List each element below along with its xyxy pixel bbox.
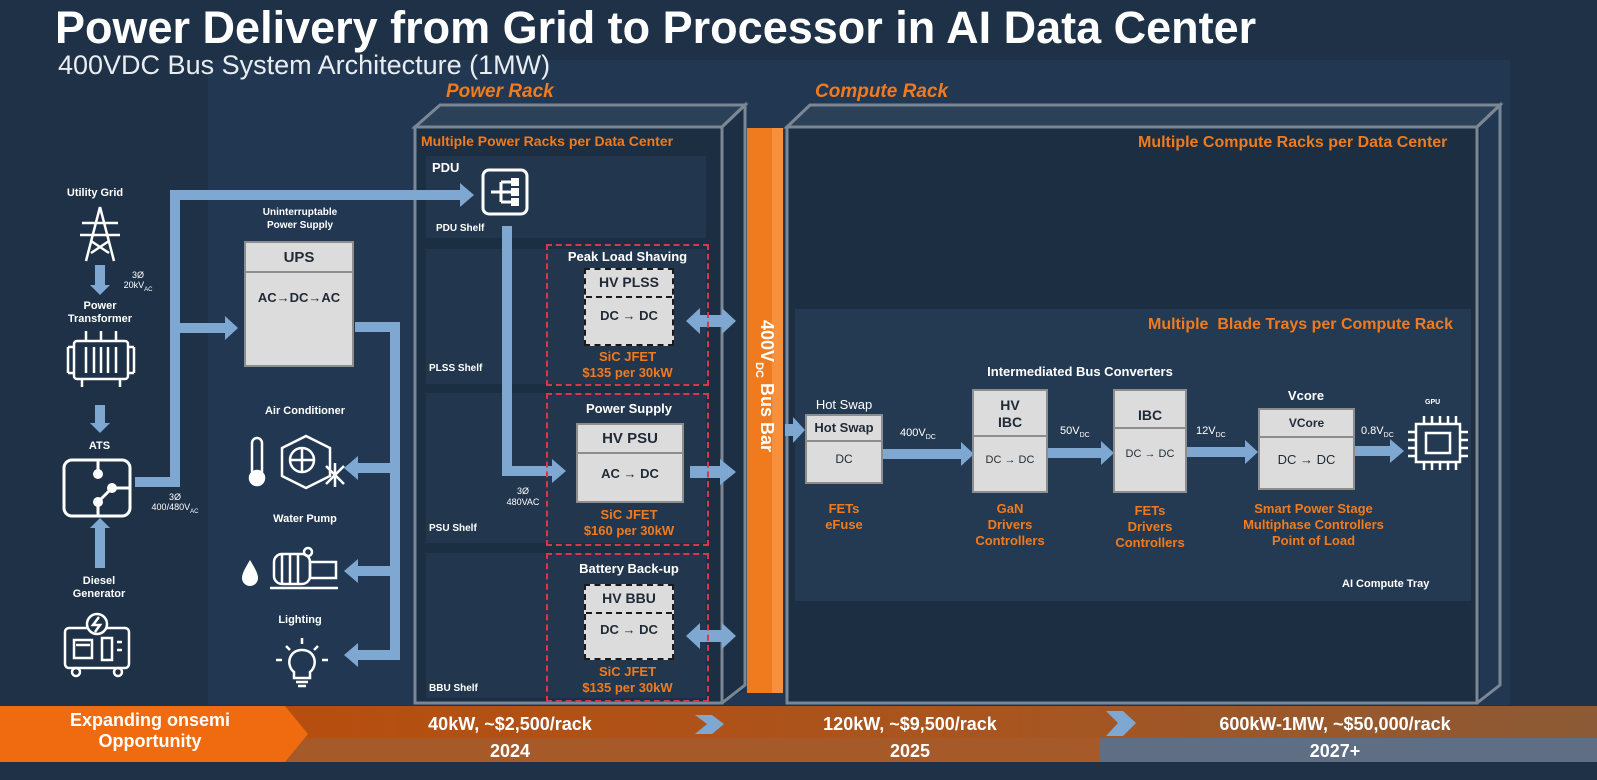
light-bulb-icon bbox=[276, 638, 328, 688]
ibc-conversion: DC → DC bbox=[1125, 448, 1175, 460]
plss-dashed-frame bbox=[546, 244, 709, 386]
psu-shelf-label: PSU Shelf bbox=[429, 523, 477, 534]
bbu-conversion: DC → DC bbox=[600, 622, 658, 637]
air-conditioner-icon bbox=[248, 434, 345, 490]
vcore-heading: Vcore bbox=[1287, 388, 1325, 403]
ats-switch-icon bbox=[62, 458, 132, 518]
compute-rack-label: Compute Rack bbox=[815, 81, 949, 102]
transmission-tower-icon bbox=[80, 206, 120, 262]
gpu-label: GPU bbox=[1425, 399, 1441, 406]
vcore-conversion: DC → DC bbox=[1277, 452, 1336, 467]
plss-tech: SiC JFET bbox=[598, 349, 657, 364]
ai-compute-tray-label: AI Compute Tray bbox=[1342, 578, 1430, 590]
lighting-label: Lighting bbox=[278, 614, 322, 626]
stage-2024-power: 40kW, ~$2,500/rack bbox=[428, 714, 592, 734]
vcore-box: VCore DC → DC bbox=[1258, 408, 1355, 490]
utility-grid-label: Utility Grid bbox=[66, 187, 124, 199]
ups-box: UPS AC→DC→AC bbox=[244, 241, 354, 367]
opportunity-label: Expanding onsemi Opportunity bbox=[69, 710, 231, 751]
transformer-icon bbox=[66, 331, 136, 387]
power-rack-header: Multiple Power Racks per Data Center bbox=[421, 133, 674, 149]
power-transformer-label: Power Transformer bbox=[67, 300, 133, 325]
footer-band bbox=[0, 706, 1597, 780]
ibc-box: IBC DC → DC bbox=[1113, 389, 1187, 493]
voltage-50: 50VDC bbox=[1060, 425, 1090, 440]
stage-2027-year: 2027+ bbox=[1309, 741, 1361, 761]
psu-dashed-frame bbox=[546, 393, 709, 546]
voltage-12: 12VDC bbox=[1196, 425, 1226, 440]
air-conditioner-label: Air Conditioner bbox=[264, 405, 346, 417]
plss-heading: Peak Load Shaving bbox=[567, 249, 688, 264]
hv-ibc-conversion: DC → DC bbox=[985, 454, 1035, 466]
blade-tray-header: Multiple Blade Trays per Compute Rack bbox=[1148, 316, 1453, 333]
gpu-chip-icon bbox=[1408, 416, 1468, 470]
plss-title: HV PLSS bbox=[586, 270, 672, 298]
plss-conversion: DC → DC bbox=[600, 308, 658, 323]
stage-2027-power: 600kW-1MW, ~$50,000/rack bbox=[1219, 714, 1451, 734]
psu-title: HV PSU bbox=[578, 425, 682, 454]
bus-bar-label: 400VDC Bus Bar bbox=[753, 320, 777, 452]
page-subtitle: 400VDC Bus System Architecture (1MW) bbox=[58, 50, 551, 80]
hv-ibc-box: HV IBC DC → DC bbox=[972, 389, 1048, 493]
water-pump-icon bbox=[242, 546, 338, 590]
bbu-heading: Battery Back-up bbox=[579, 561, 679, 576]
bbu-tech: SiC JFET bbox=[598, 664, 657, 679]
hv-ibc-title: HV IBC bbox=[974, 391, 1046, 437]
stage-2024-year: 2024 bbox=[489, 741, 531, 761]
ibc-heading: Intermediated Bus Converters bbox=[987, 364, 1173, 379]
bbu-price: $135 per 30kW bbox=[582, 680, 673, 695]
psu-tech: SiC JFET bbox=[600, 507, 658, 522]
voltage-400: 400VDC bbox=[900, 427, 936, 442]
hot-swap-heading: Hot Swap bbox=[815, 397, 873, 412]
pdu-shelf-label: PDU Shelf bbox=[436, 223, 485, 234]
ups-title: UPS bbox=[246, 243, 352, 273]
vcore-title: VCore bbox=[1260, 410, 1353, 438]
ats-label: ATS bbox=[88, 440, 111, 452]
diesel-generator-label: Diesel Generator bbox=[72, 575, 126, 600]
compute-rack-header: Multiple Compute Racks per Data Center bbox=[1138, 134, 1448, 151]
water-pump-label: Water Pump bbox=[273, 513, 337, 525]
bbu-title: HV BBU bbox=[586, 586, 672, 614]
pdu-label: PDU bbox=[432, 160, 460, 175]
plss-shelf-label: PLSS Shelf bbox=[429, 363, 483, 374]
stage-2025-year: 2025 bbox=[889, 741, 931, 761]
plss-box: HV PLSS DC → DC bbox=[584, 268, 674, 346]
bbu-dashed-frame bbox=[546, 553, 709, 702]
stage-2025-power: 120kW, ~$9,500/rack bbox=[823, 714, 997, 734]
page-title: Power Delivery from Grid to Processor in… bbox=[55, 2, 1257, 53]
ibc-title: IBC bbox=[1115, 391, 1185, 429]
psu-heading: Power Supply bbox=[586, 401, 672, 416]
ups-caption: Uninterruptable Power Supply bbox=[262, 207, 338, 231]
psu-box: HV PSU AC → DC bbox=[576, 423, 684, 503]
pdu-shelf bbox=[426, 156, 706, 238]
voltage-0-8: 0.8VDC bbox=[1361, 425, 1394, 440]
psu-price: $160 per 30kW bbox=[583, 523, 675, 538]
plss-price: $135 per 30kW bbox=[582, 365, 673, 380]
hot-swap-box: Hot Swap DC bbox=[805, 414, 883, 484]
power-rack-label: Power Rack bbox=[446, 81, 554, 102]
generator-icon bbox=[63, 612, 131, 678]
bbu-shelf-label: BBU Shelf bbox=[429, 683, 478, 694]
ups-conversion: AC→DC→AC bbox=[257, 290, 341, 305]
psu-conversion: AC → DC bbox=[601, 466, 659, 481]
hot-swap-sub: DC bbox=[835, 452, 853, 466]
pdu-distribution-icon[interactable] bbox=[481, 168, 529, 216]
hot-swap-title: Hot Swap bbox=[807, 416, 881, 442]
bbu-box: HV BBU DC → DC bbox=[584, 584, 674, 660]
